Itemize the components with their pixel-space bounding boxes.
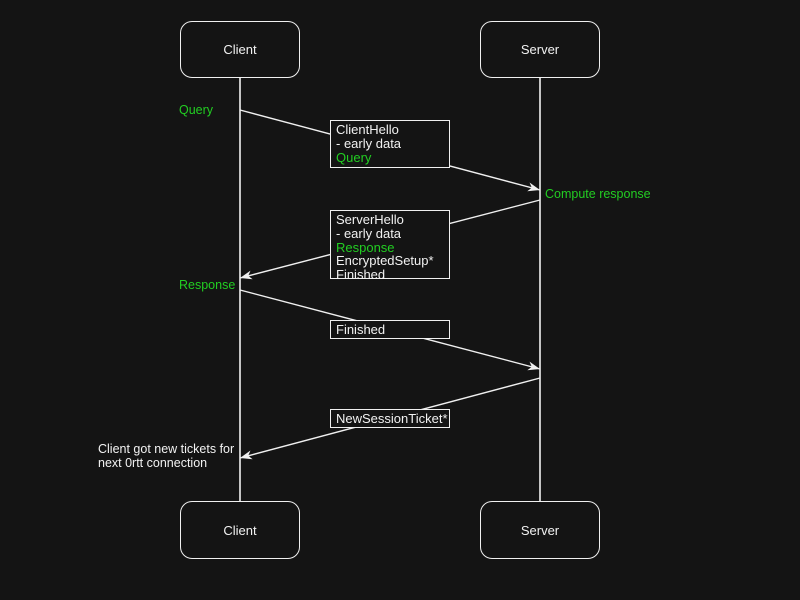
message-finished: Finished (330, 320, 450, 339)
message-line: Query (336, 149, 372, 165)
message-serverhello: ServerHello - early data Response Encryp… (330, 210, 450, 283)
actor-server-bottom-label: Server (520, 522, 560, 538)
message-newsessionticket: NewSessionTicket* (330, 409, 450, 428)
message-clienthello: ClientHello - early data Query (330, 120, 450, 168)
actor-server-top: Server (480, 21, 600, 78)
actor-server-top-label: Server (520, 42, 560, 57)
note-new-tickets: Client got new tickets for next 0rtt con… (98, 442, 238, 470)
label-compute-response: Compute response (545, 187, 651, 201)
label-query: Query (179, 103, 214, 117)
actor-client-top: Client (180, 21, 300, 78)
label-response: Response (179, 278, 236, 292)
message-line: ClientHello (336, 122, 399, 137)
message-line: - early data (336, 225, 402, 241)
message-line: Finished (336, 267, 386, 283)
message-line: EncryptedSetup* (336, 253, 434, 269)
message-line: ServerHello (336, 212, 404, 227)
note-line: next 0rtt connection (98, 455, 208, 470)
actor-server-bottom: Server (480, 501, 600, 559)
message-line: Response (336, 239, 395, 255)
actor-client-bottom-label: Client (223, 522, 257, 538)
actor-client-bottom: Client (180, 501, 300, 559)
message-line: NewSessionTicket* (336, 411, 448, 426)
message-line: - early data (336, 135, 402, 151)
message-line: Finished (336, 322, 386, 337)
actor-client-top-label: Client (223, 42, 257, 57)
note-line: Client got new tickets for (98, 442, 235, 456)
